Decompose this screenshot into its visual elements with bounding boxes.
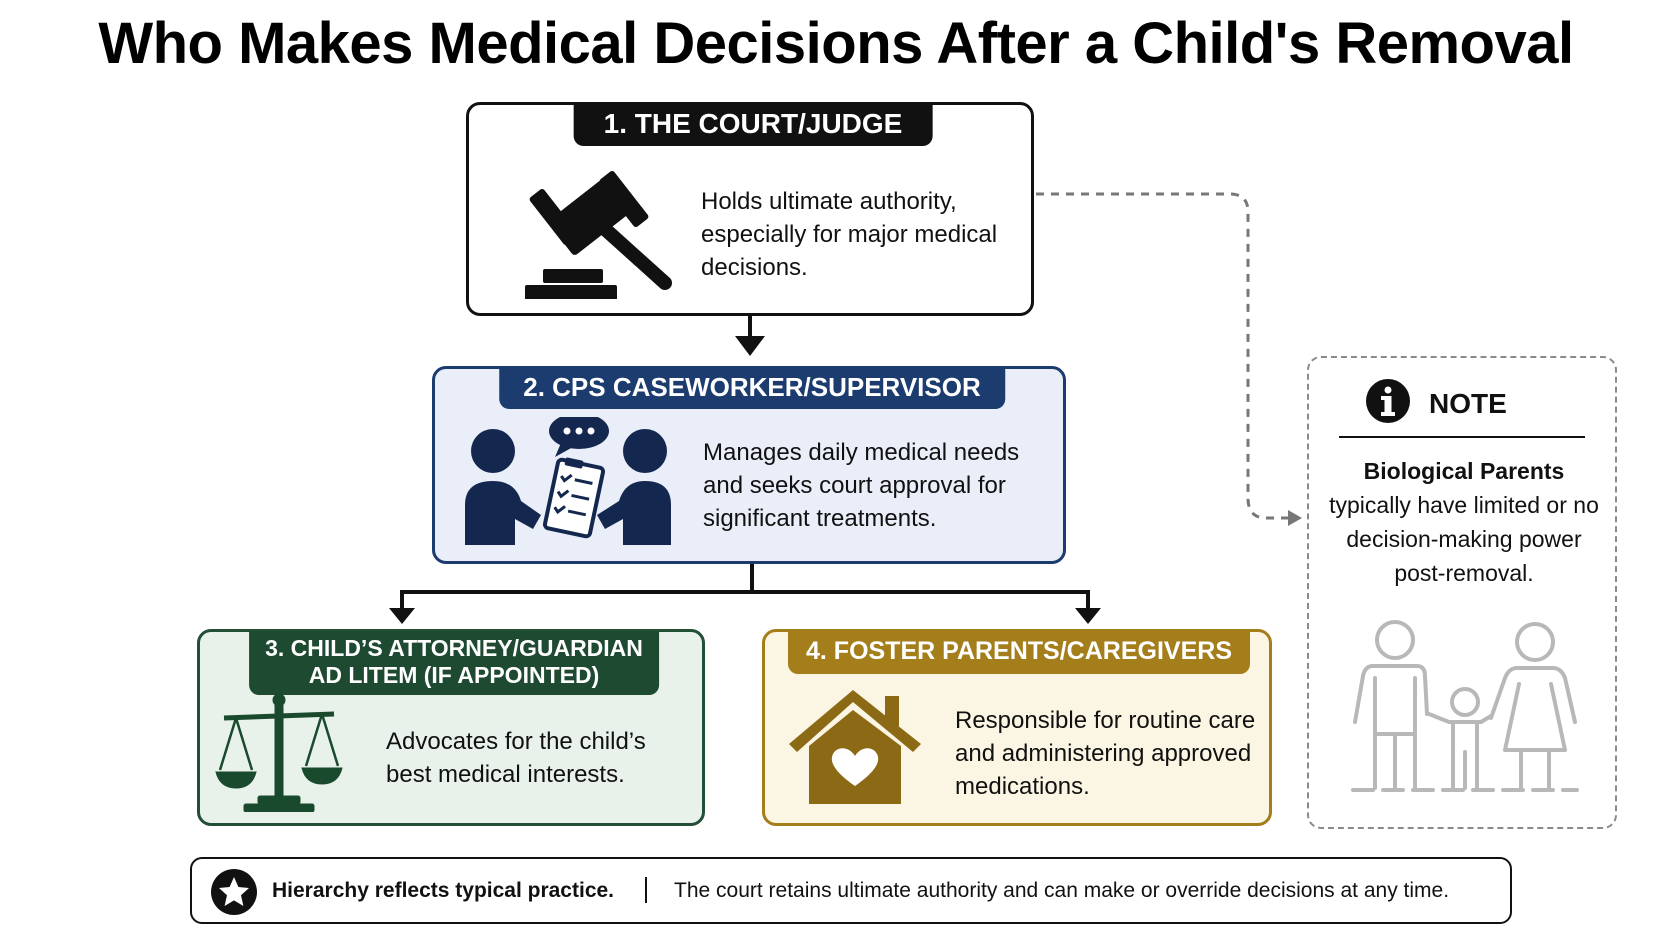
- note-box: NOTE Biological Parents typically have l…: [1307, 356, 1617, 829]
- childs-attorney-header: 3. CHILD’S ATTORNEY/GUARDIAN AD LITEM (I…: [249, 631, 659, 695]
- court-judge-header: 1. THE COURT/JUDGE: [573, 104, 933, 146]
- note-header: NOTE: [1365, 378, 1585, 428]
- house-heart-icon: [785, 686, 925, 811]
- family-icon: [1345, 618, 1585, 803]
- arrow-cps-to-children: [389, 564, 1101, 624]
- footer-separator: [645, 877, 647, 903]
- arrow-court-to-cps: [735, 316, 765, 356]
- dashed-arrow-court-to-note: [1036, 192, 1302, 526]
- childs-attorney-card: 3. CHILD’S ATTORNEY/GUARDIAN AD LITEM (I…: [197, 629, 705, 826]
- note-divider: [1339, 436, 1585, 438]
- star-icon: [210, 868, 258, 921]
- childs-attorney-header-line1: 3. CHILD’S ATTORNEY/GUARDIAN: [265, 635, 643, 661]
- note-title: NOTE: [1429, 388, 1507, 419]
- gavel-icon: [515, 159, 675, 304]
- caseworker-meeting-icon: [463, 413, 673, 550]
- cps-caseworker-card: 2. CPS CASEWORKER/SUPERVISOR Manages dai…: [432, 366, 1066, 564]
- footer-banner: Hierarchy reflects typical practice. The…: [190, 857, 1512, 924]
- info-icon: [1365, 378, 1411, 429]
- foster-parents-description: Responsible for routine care and adminis…: [955, 707, 1256, 800]
- footer-text: The court retains ultimate authority and…: [674, 879, 1450, 902]
- foster-parents-header: 4. FOSTER PARENTS/CAREGIVERS: [788, 631, 1250, 674]
- childs-attorney-header-line2: AD LITEM (IF APPOINTED): [308, 662, 600, 688]
- note-bold-text: Biological Parents: [1363, 458, 1565, 484]
- note-text: Biological Parents typically have limite…: [1319, 454, 1609, 590]
- foster-parents-card: 4. FOSTER PARENTS/CAREGIVERS Responsible…: [762, 629, 1272, 826]
- childs-attorney-description: Advocates for the child’s best medical i…: [386, 728, 646, 788]
- cps-caseworker-description: Manages daily medical needs and seeks co…: [703, 439, 1020, 532]
- note-body-text: typically have limited or no decision-ma…: [1329, 492, 1599, 586]
- court-judge-description: Holds ultimate authority, especially for…: [701, 188, 998, 281]
- page-title: Who Makes Medical Decisions After a Chil…: [98, 11, 1574, 76]
- footer-lead-text: Hierarchy reflects typical practice.: [272, 879, 615, 902]
- scales-of-justice-icon: [214, 692, 344, 817]
- cps-caseworker-header: 2. CPS CASEWORKER/SUPERVISOR: [499, 368, 1005, 409]
- court-judge-card: 1. THE COURT/JUDGE Holds ultimate author…: [466, 102, 1034, 316]
